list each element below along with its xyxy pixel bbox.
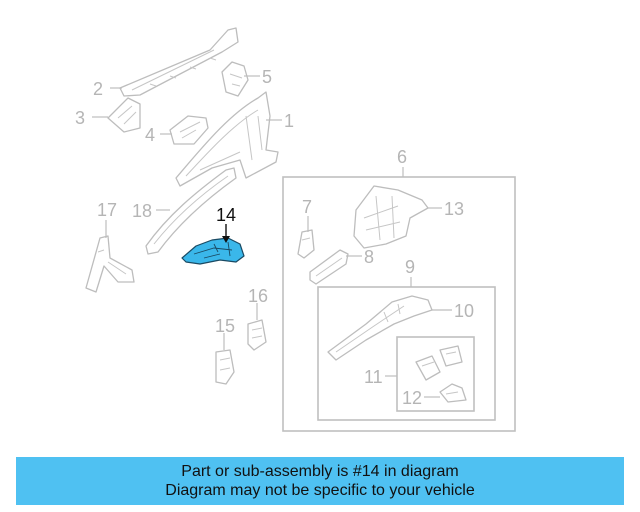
part-2-upper-rail[interactable] bbox=[119, 27, 239, 97]
callout-15[interactable]: 15 bbox=[215, 316, 235, 336]
info-banner: Part or sub-assembly is #14 in diagram D… bbox=[16, 457, 624, 505]
part-7-bracket[interactable] bbox=[297, 229, 315, 259]
part-11-brackets[interactable] bbox=[415, 345, 463, 381]
part-15-bracket[interactable] bbox=[215, 349, 235, 385]
callout-14[interactable]: 14 bbox=[216, 205, 236, 225]
callout-9[interactable]: 9 bbox=[405, 257, 415, 277]
callout-8[interactable]: 8 bbox=[364, 247, 374, 267]
part-1-pillar[interactable] bbox=[175, 91, 279, 187]
callout-16[interactable]: 16 bbox=[248, 286, 268, 306]
part-17-bracket[interactable] bbox=[85, 235, 135, 293]
parts-diagram: 2 3 5 4 1 18 17 14 bbox=[75, 27, 516, 432]
callout-13[interactable]: 13 bbox=[444, 199, 464, 219]
callout-6[interactable]: 6 bbox=[397, 147, 407, 167]
part-8-rail[interactable] bbox=[309, 249, 349, 285]
callout-11[interactable]: 11 bbox=[364, 367, 383, 387]
callout-1[interactable]: 1 bbox=[284, 111, 294, 131]
callout-7[interactable]: 7 bbox=[302, 197, 312, 217]
callout-4[interactable]: 4 bbox=[145, 125, 155, 145]
callout-18[interactable]: 18 bbox=[132, 201, 152, 221]
part-14-highlighted[interactable] bbox=[181, 237, 245, 265]
callout-12[interactable]: 12 bbox=[402, 388, 422, 408]
assembly-box-6 bbox=[282, 176, 516, 432]
callout-3[interactable]: 3 bbox=[75, 108, 85, 128]
banner-line-2: Diagram may not be specific to your vehi… bbox=[165, 482, 475, 499]
callout-17[interactable]: 17 bbox=[97, 200, 117, 220]
part-10-side-member[interactable] bbox=[327, 295, 433, 361]
part-4-bracket[interactable] bbox=[169, 115, 209, 145]
callout-5[interactable]: 5 bbox=[262, 67, 272, 87]
part-12-bracket[interactable] bbox=[439, 383, 467, 403]
part-18-member[interactable] bbox=[145, 167, 237, 255]
callout-10[interactable]: 10 bbox=[454, 301, 474, 321]
assembly-box-11 bbox=[396, 336, 475, 412]
part-16-cap[interactable] bbox=[247, 319, 267, 351]
banner-line-1: Part or sub-assembly is #14 in diagram bbox=[181, 463, 459, 480]
leader-14-arrow bbox=[222, 236, 230, 243]
assembly-box-9 bbox=[317, 286, 496, 421]
part-5-bracket[interactable] bbox=[221, 61, 249, 97]
callout-2[interactable]: 2 bbox=[93, 79, 103, 99]
part-3-bracket[interactable] bbox=[107, 97, 141, 133]
part-13-wheelhouse[interactable] bbox=[353, 185, 429, 249]
